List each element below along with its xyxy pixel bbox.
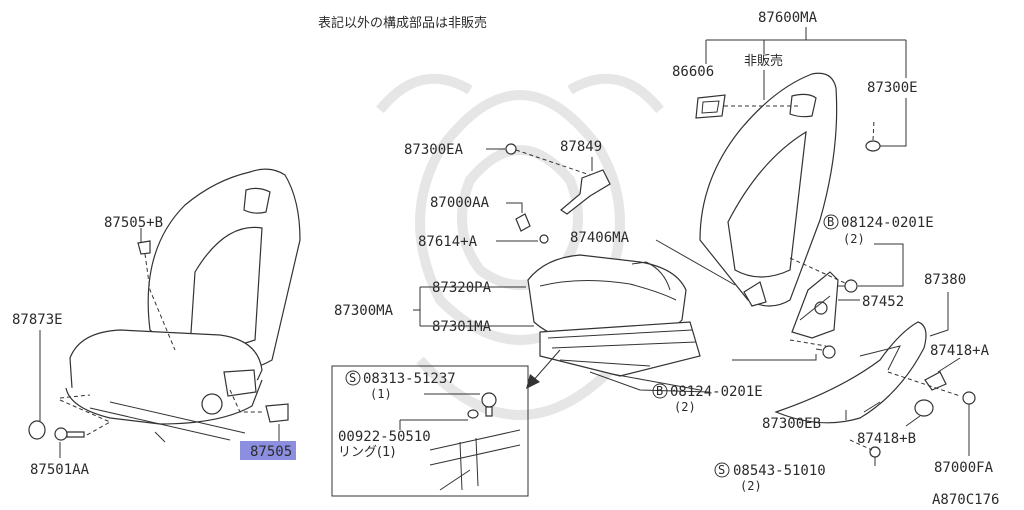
circle-s-08313	[345, 370, 361, 386]
part-87600ma-backrest	[699, 72, 838, 307]
label-87000fa: 87000FA	[934, 460, 994, 476]
part-87505-bracket	[265, 403, 289, 423]
label-00922: 00922-50510	[338, 429, 431, 445]
circle-b-top	[823, 214, 839, 230]
part-87000fa-screw	[962, 391, 976, 456]
circle-b-letter-top: B	[827, 215, 834, 229]
label-87452: 87452	[862, 294, 904, 310]
label-86606: 86606	[672, 64, 714, 80]
part-87406ma-cover	[743, 281, 767, 307]
label-87418b: 87418+B	[857, 431, 916, 447]
label-87300eb: 87300EB	[762, 416, 821, 432]
circle-b-letter-bottom: B	[656, 384, 663, 398]
part-08124-bolt-top	[838, 279, 858, 293]
label-87300ma: 87300MA	[334, 303, 394, 319]
figure-id: A870C176	[932, 492, 999, 508]
part-87380-cover	[774, 321, 927, 424]
label-08543: 08543-51010	[733, 463, 826, 479]
label-87300e: 87300E	[867, 80, 918, 96]
label-87501aa: 87501AA	[30, 462, 90, 478]
detail-arrow	[526, 349, 561, 389]
part-87418a-bumper	[924, 371, 947, 391]
label-87849: 87849	[560, 139, 602, 155]
label-87505b: 87505+B	[104, 215, 163, 231]
label-87406ma: 87406MA	[570, 230, 630, 246]
part-87849-lever	[560, 169, 611, 215]
label-08124-top: 08124-0201E	[841, 215, 934, 231]
label-08124-top-qty: (2)	[843, 232, 865, 246]
part-87452-recliner	[791, 271, 839, 339]
part-08124-bolt-bottom	[815, 345, 836, 359]
circle-b-bottom	[652, 383, 668, 399]
part-08543-screw	[869, 446, 881, 458]
label-08124-bottom: 08124-0201E	[670, 384, 763, 400]
label-08313: 08313-51237	[363, 371, 456, 387]
label-87873e: 87873E	[12, 312, 63, 328]
detail-inset-box	[331, 365, 529, 497]
highlight-87505	[240, 441, 296, 460]
label-08124-bottom-qty: (2)	[674, 400, 696, 414]
label-87301ma: 87301MA	[432, 319, 492, 335]
label-not-sold: 非販売	[744, 53, 783, 69]
part-87501aa-bolt	[54, 427, 85, 441]
detail-inset-parts	[399, 392, 521, 491]
part-87505b-clip	[137, 240, 151, 255]
circle-s-letter-08313: S	[349, 371, 356, 385]
label-08313-qty: (1)	[370, 387, 392, 401]
part-87300ea-clip	[505, 143, 517, 155]
label-87300ea: 87300EA	[404, 142, 464, 158]
label-08543-qty: (2)	[740, 479, 762, 493]
part-86606-escutcheon	[695, 94, 726, 119]
circle-s-08543	[714, 462, 730, 478]
label-ring: リング(1)	[338, 445, 395, 460]
label-87320pa: 87320PA	[432, 280, 492, 296]
label-87505: 87505	[250, 444, 292, 460]
part-87418b-knob	[914, 399, 934, 417]
label-87614a: 87614+A	[418, 234, 478, 250]
part-87000aa-bolt	[515, 213, 549, 244]
label-87000aa: 87000AA	[430, 195, 490, 211]
label-87600ma: 87600MA	[758, 10, 818, 26]
circle-s-letter-08543: S	[718, 463, 725, 477]
label-87380: 87380	[924, 272, 966, 288]
label-87418a: 87418+A	[930, 343, 990, 359]
part-87300e-clip	[865, 140, 881, 152]
part-87873e-cap	[28, 420, 46, 440]
note-not-sold-parts: 表記以外の構成部品は非販売	[318, 15, 487, 31]
part-87301ma-frame	[539, 321, 711, 393]
seat-assembly-overview	[65, 168, 301, 443]
